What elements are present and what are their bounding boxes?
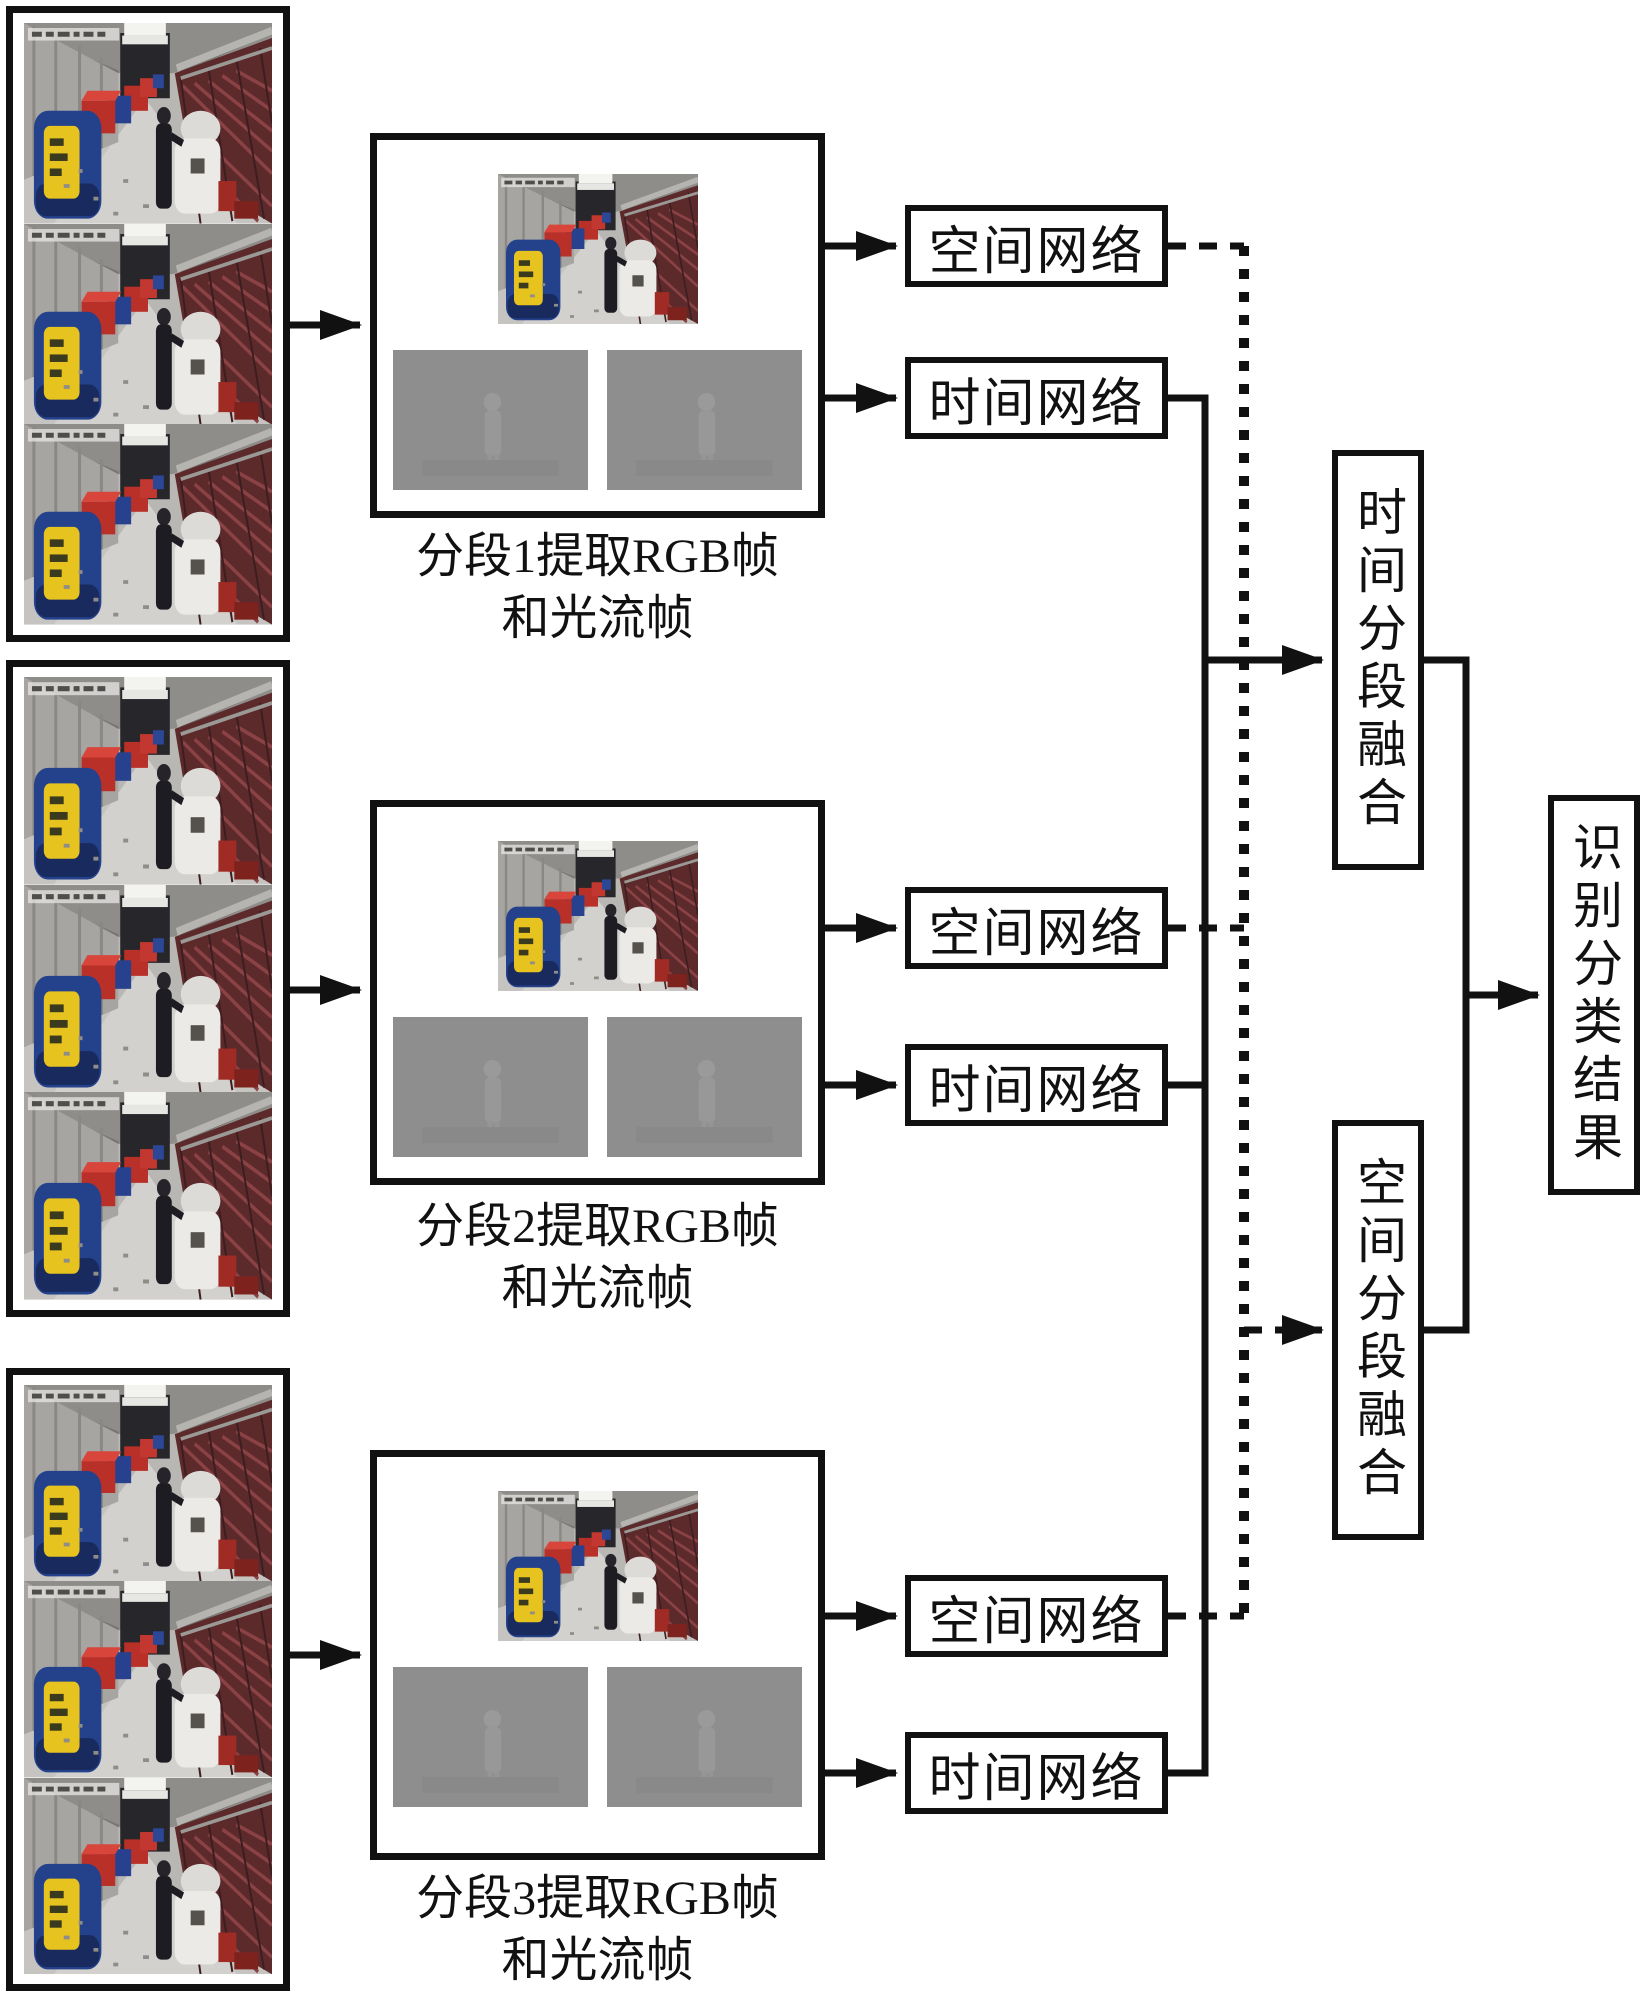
extract-box-segment-3 bbox=[370, 1450, 825, 1860]
video-stack-segment-3 bbox=[6, 1368, 290, 1991]
video-frame bbox=[24, 1581, 272, 1777]
rgb-frame-thumbnail bbox=[498, 174, 698, 324]
temporal-network-segment-3: 时间网络 bbox=[905, 1732, 1168, 1814]
optical-flow-frame bbox=[607, 1667, 802, 1807]
rgb-frame-thumbnail bbox=[498, 841, 698, 991]
extract-box-segment-2 bbox=[370, 800, 825, 1185]
caption-line: 分段3提取RGB帧 bbox=[416, 1872, 779, 1925]
fusion-output-bus bbox=[1424, 656, 1470, 1334]
caption-line: 分段2提取RGB帧 bbox=[416, 1200, 779, 1253]
rgb-frame-thumbnail bbox=[498, 1491, 698, 1641]
caption-segment-1: 分段1提取RGB帧 和光流帧 bbox=[340, 526, 855, 650]
video-frame bbox=[24, 885, 272, 1093]
spatial-network-segment-3: 空间网络 bbox=[905, 1575, 1168, 1657]
caption-segment-3: 分段3提取RGB帧 和光流帧 bbox=[340, 1868, 855, 1992]
temporal-network-segment-2: 时间网络 bbox=[905, 1044, 1168, 1126]
spatial-fusion-box: 空间分段融合 bbox=[1332, 1120, 1424, 1540]
temporal-bus bbox=[1168, 394, 1209, 1777]
video-frame bbox=[24, 1778, 272, 1974]
caption-segment-2: 分段2提取RGB帧 和光流帧 bbox=[340, 1196, 855, 1320]
optical-flow-frame bbox=[393, 1017, 588, 1157]
optical-flow-frame bbox=[607, 1017, 802, 1157]
caption-line: 分段1提取RGB帧 bbox=[416, 530, 779, 583]
optical-flow-frame bbox=[393, 350, 588, 490]
video-frame bbox=[24, 1092, 272, 1300]
optical-flow-row bbox=[377, 1667, 818, 1807]
extract-box-segment-1 bbox=[370, 133, 825, 518]
temporal-fusion-box: 时间分段融合 bbox=[1332, 450, 1424, 870]
video-frame bbox=[24, 424, 272, 625]
caption-line: 和光流帧 bbox=[501, 1262, 694, 1315]
optical-flow-frame bbox=[607, 350, 802, 490]
spatial-network-segment-2: 空间网络 bbox=[905, 887, 1168, 969]
temporal-network-segment-1: 时间网络 bbox=[905, 357, 1168, 439]
caption-line: 和光流帧 bbox=[501, 592, 694, 645]
result-box: 识别分类结果 bbox=[1548, 795, 1640, 1195]
video-frame bbox=[24, 1385, 272, 1581]
video-stack-segment-2 bbox=[6, 660, 290, 1317]
optical-flow-row bbox=[377, 350, 818, 490]
caption-line: 和光流帧 bbox=[501, 1934, 694, 1987]
spatial-network-segment-1: 空间网络 bbox=[905, 205, 1168, 287]
optical-flow-frame bbox=[393, 1667, 588, 1807]
optical-flow-row bbox=[377, 1017, 818, 1157]
spatial-branch-lines bbox=[1168, 242, 1244, 1620]
video-frame bbox=[24, 224, 272, 425]
video-frame bbox=[24, 23, 272, 224]
video-frame bbox=[24, 677, 272, 885]
video-stack-segment-1 bbox=[6, 6, 290, 642]
